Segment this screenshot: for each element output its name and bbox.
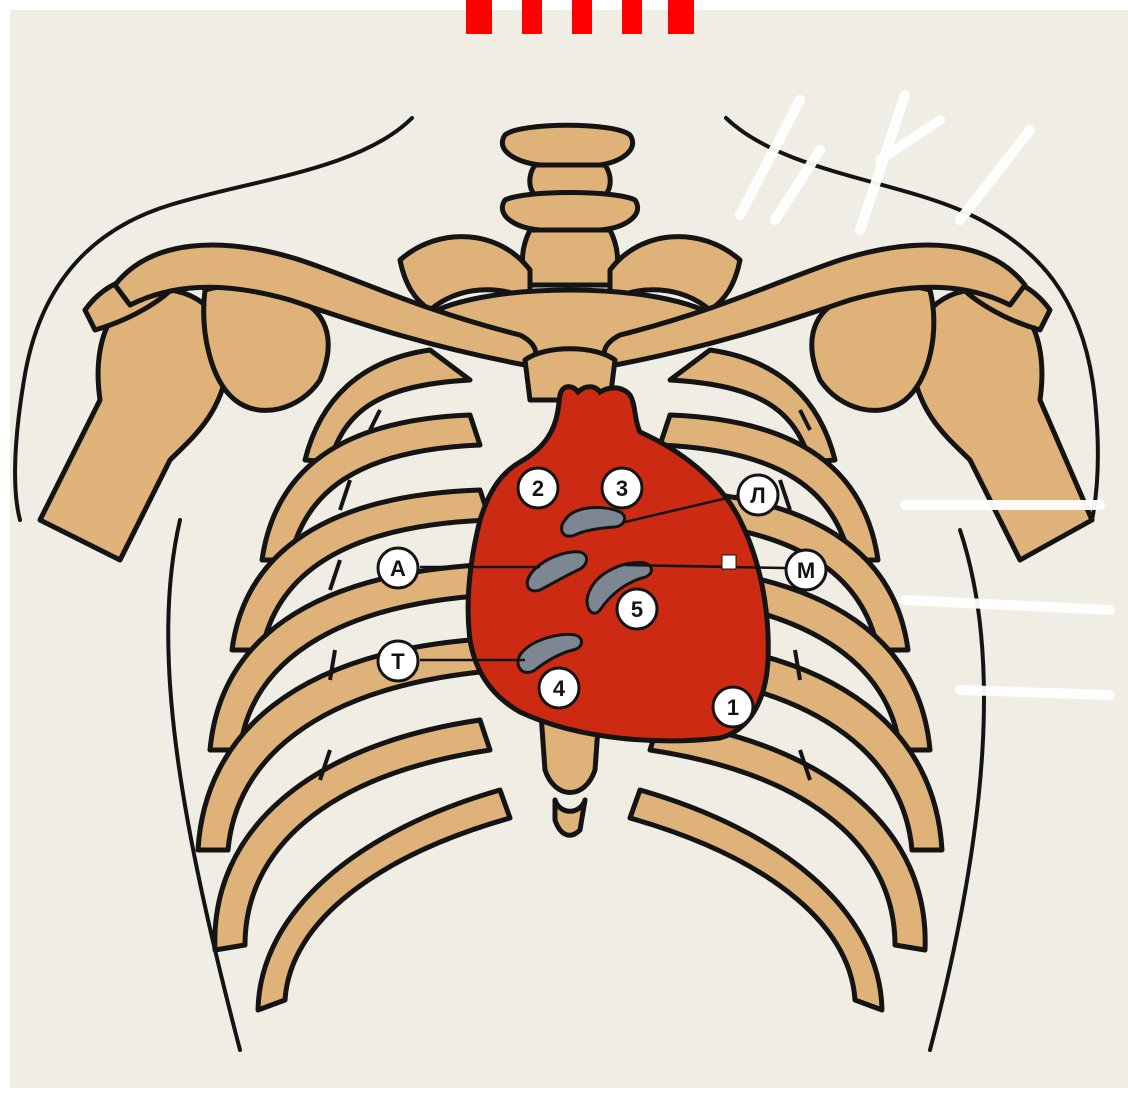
label-3: 3 [602, 468, 642, 508]
label-1-text: 1 [727, 695, 739, 720]
label-4: 4 [539, 668, 579, 708]
label-1: 1 [713, 687, 753, 727]
label-L-text: Л [750, 483, 765, 508]
label-T: Т [378, 641, 418, 681]
label-L: Л [738, 475, 778, 515]
label-5-text: 5 [631, 597, 643, 622]
label-A: А [378, 548, 418, 588]
label-3-text: 3 [616, 476, 628, 501]
label-A-text: А [390, 556, 406, 581]
label-5: 5 [617, 589, 657, 629]
marker-square [722, 555, 736, 569]
label-M-text: М [797, 558, 815, 583]
label-2-text: 2 [532, 476, 544, 501]
label-M: М [786, 550, 826, 590]
label-4-text: 4 [553, 676, 566, 701]
label-2: 2 [518, 468, 558, 508]
label-T-text: Т [391, 649, 405, 674]
